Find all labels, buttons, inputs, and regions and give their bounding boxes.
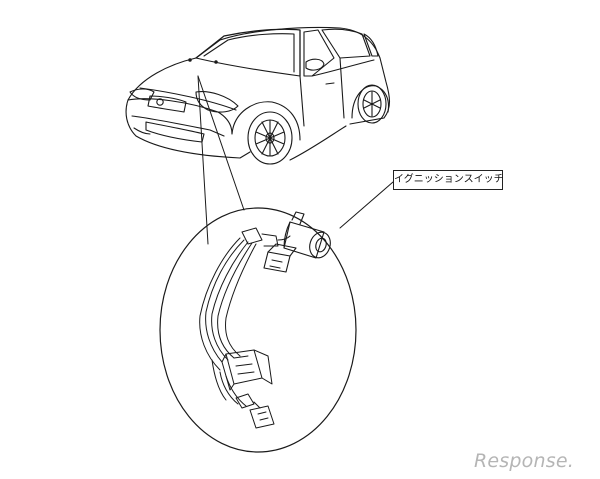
zoom-leader-lines <box>197 75 394 245</box>
response-watermark: Response. <box>474 447 596 475</box>
ignition-switch <box>263 211 331 273</box>
car-illustration <box>125 26 391 165</box>
wire-harness <box>199 227 291 429</box>
zoom-detail-circle <box>159 207 357 453</box>
ignition-switch-label: イグニッションスイッチ <box>393 170 504 190</box>
watermark-text: Response. <box>474 450 574 472</box>
